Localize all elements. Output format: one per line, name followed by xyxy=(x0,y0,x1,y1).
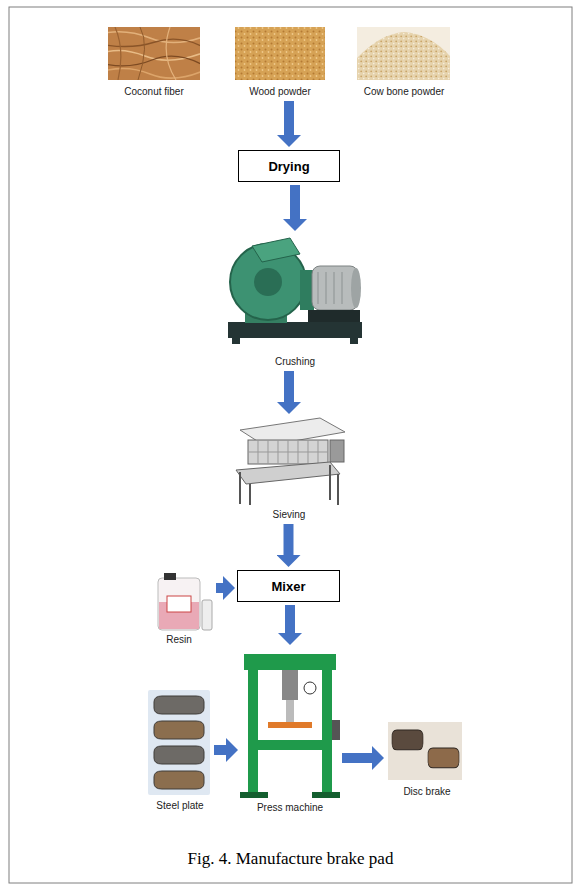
crushing-machine-picture xyxy=(326,272,327,304)
sieving-machine-picture xyxy=(337,474,339,505)
labelled-picture: Steel plate xyxy=(148,688,212,812)
wood-powder-photo xyxy=(235,27,325,80)
picture-label: Disc brake xyxy=(403,786,450,798)
labelled-picture: Wood powder xyxy=(228,26,332,98)
labelled-picture: Coconut fiber xyxy=(100,26,208,98)
picture-label: Cow bone powder xyxy=(364,86,445,98)
press-machine-picture xyxy=(250,740,330,750)
coconut-fiber-photo xyxy=(115,27,121,80)
disc-brake-picture xyxy=(388,722,462,780)
crushing-machine-picture xyxy=(228,322,362,338)
disc-brake-picture xyxy=(428,748,459,768)
sieving-machine-picture xyxy=(239,472,241,504)
figure-caption: Fig. 4. Manufacture brake pad xyxy=(0,849,581,869)
crushing-machine-picture xyxy=(351,268,361,308)
labelled-picture: Disc brake xyxy=(386,718,468,798)
process-label: Mixer xyxy=(272,579,306,594)
cow-bone-powder-photo xyxy=(357,27,450,80)
figure-frame xyxy=(9,7,572,883)
coconut-fiber-photo xyxy=(138,27,145,80)
crushing-machine-picture xyxy=(254,268,282,296)
flow-arrow xyxy=(284,101,294,135)
crushing-machine-picture xyxy=(232,338,240,344)
coconut-fiber-photo xyxy=(108,56,200,66)
press-machine-picture xyxy=(312,792,340,798)
flow-arrow xyxy=(342,753,372,763)
crushing-machine-picture xyxy=(318,272,319,304)
flow-arrow xyxy=(214,745,226,755)
labelled-picture: Cow bone powder xyxy=(350,26,458,98)
cow-bone-powder-photo xyxy=(357,32,450,80)
flow-arrow xyxy=(285,605,295,633)
picture-label: Sieving xyxy=(273,509,306,521)
press-machine-picture xyxy=(240,654,340,798)
steel-plate-picture xyxy=(148,690,210,795)
process-box: Mixer xyxy=(237,570,340,602)
steel-plate-picture xyxy=(154,746,204,764)
picture-label: Crushing xyxy=(275,356,315,368)
coconut-fiber-photo xyxy=(166,27,176,80)
crushing-machine-picture xyxy=(228,238,362,344)
flow-arrow xyxy=(284,524,294,555)
crushing-machine-picture xyxy=(308,310,360,322)
sieving-machine-picture xyxy=(248,452,328,453)
flow-arrow xyxy=(290,185,300,219)
coconut-fiber-photo xyxy=(108,68,200,78)
resin-container-picture xyxy=(158,578,200,630)
picture-label: Press machine xyxy=(257,802,323,814)
crushing-machine-picture xyxy=(252,238,300,262)
press-machine-picture xyxy=(282,670,298,700)
sieving-machine-picture xyxy=(330,440,344,462)
disc-brake-picture xyxy=(388,722,462,780)
sieving-machine-picture xyxy=(329,465,331,500)
picture-label: Resin xyxy=(166,634,192,646)
resin-container-picture xyxy=(164,573,176,580)
press-machine-picture xyxy=(240,792,268,798)
resin-container-picture xyxy=(202,600,212,630)
sieving-machine-picture xyxy=(236,462,340,484)
coconut-fiber-photo xyxy=(108,27,200,80)
crushing-machine-picture xyxy=(342,272,343,304)
steel-plate-picture xyxy=(148,690,210,795)
steel-plate-picture xyxy=(154,721,204,739)
press-machine-picture xyxy=(322,670,332,794)
picture-label: Coconut fiber xyxy=(124,86,183,98)
press-machine-picture xyxy=(304,682,316,694)
labelled-picture: Press machine xyxy=(240,648,340,814)
flow-arrow xyxy=(284,371,294,402)
labelled-picture: Sieving xyxy=(230,417,348,521)
press-machine-picture xyxy=(248,670,258,794)
sieving-machine-picture xyxy=(236,418,345,505)
process-box: Drying xyxy=(238,150,340,182)
resin-container-picture xyxy=(158,573,212,630)
press-machine-picture xyxy=(332,720,340,740)
disc-brake-picture xyxy=(392,730,423,750)
press-machine-picture xyxy=(286,700,294,722)
sieving-machine-picture xyxy=(248,440,328,464)
coconut-fiber-photo xyxy=(108,27,200,80)
press-machine-picture xyxy=(244,654,336,670)
steel-plate-picture xyxy=(154,696,204,714)
resin-container-picture xyxy=(167,596,191,612)
crushing-machine-picture xyxy=(350,338,358,344)
sieving-machine-picture xyxy=(249,484,251,505)
cow-bone-powder-photo xyxy=(357,27,450,80)
crushing-machine-picture xyxy=(334,272,335,304)
picture-label: Steel plate xyxy=(156,800,203,812)
labelled-picture: Crushing xyxy=(222,234,368,368)
flow-arrow xyxy=(216,583,223,593)
steel-plate-picture xyxy=(154,771,204,789)
press-machine-picture xyxy=(268,722,312,728)
wood-powder-photo xyxy=(235,27,325,80)
labelled-picture: Resin xyxy=(144,574,214,646)
picture-label: Wood powder xyxy=(249,86,311,98)
coconut-fiber-photo xyxy=(108,39,200,48)
process-label: Drying xyxy=(268,159,309,174)
